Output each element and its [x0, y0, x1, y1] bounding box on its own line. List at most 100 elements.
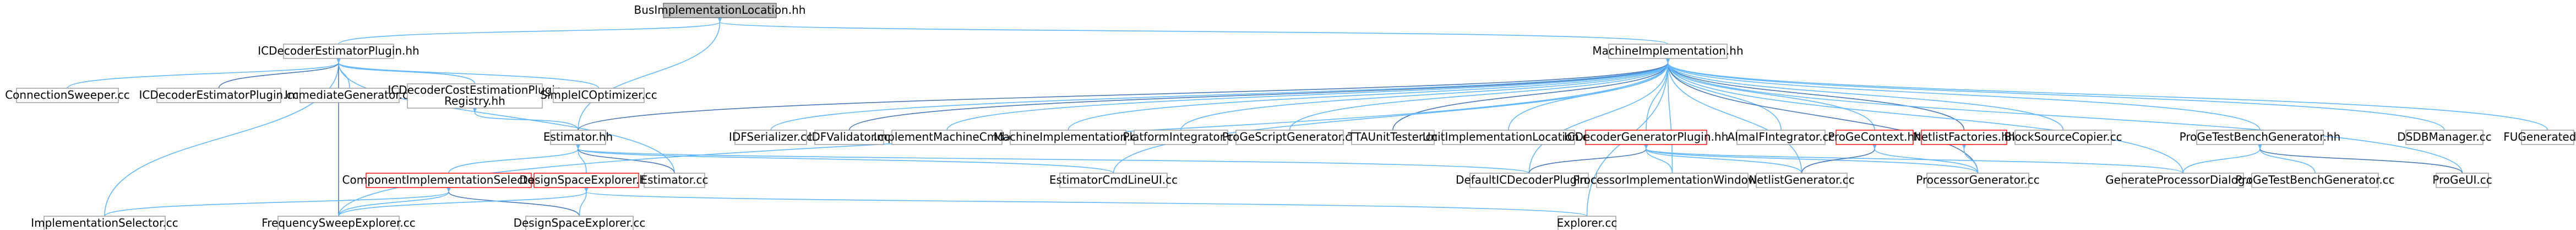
node-netlist-factories[interactable]: NetlistFactories.hh [1913, 130, 2016, 145]
edge-icdecoder-plugin-to-estimator-cc [336, 57, 675, 174]
edge-proge-tb-gen-hh-to-generate-processor-dialog [2182, 143, 2263, 174]
node-impl-machine-cmd[interactable]: ImplementMachineCmd.cc [874, 130, 1020, 145]
node-unit-impl-loc[interactable]: UnitImplementationLocation.cc [1423, 130, 1594, 145]
node-box [1351, 130, 1435, 145]
node-proge-ui[interactable]: ProGeUI.cc [2432, 173, 2492, 188]
node-box [550, 130, 606, 145]
node-label: ProGeContext.hh [1828, 130, 1921, 143]
node-simple-ico[interactable]: SimpleICOptimizer.cc [540, 88, 657, 103]
node-design-space-explorer-hh[interactable]: DesignSpaceExplorer.hh [519, 173, 653, 188]
edge-icdecoder-gen-plugin-to-netlist-generator [1643, 143, 1802, 174]
edge-machine-impl-to-netlist-factories [1665, 57, 1965, 131]
node-label: ProcessorImplementationWindow.cc [1573, 173, 1772, 186]
node-box [1596, 173, 1749, 188]
node-idf-validator[interactable]: IDFValidator.cc [808, 130, 890, 145]
node-generate-processor-dialog[interactable]: GenerateProcessorDialog.cc [2105, 173, 2261, 188]
node-box [663, 3, 777, 18]
node-proge-context[interactable]: ProGeContext.hh [1828, 130, 1921, 145]
node-box [1736, 130, 1826, 145]
node-box [814, 130, 884, 145]
node-conn-sweeper[interactable]: ConnectionSweeper.cc [5, 88, 130, 103]
node-almaif-integrator[interactable]: AlmaIFIntegrator.cc [1727, 130, 1835, 145]
node-box [2405, 130, 2484, 145]
node-label: ProGeUI.cc [2432, 173, 2492, 186]
node-explorer-cc[interactable]: Explorer.cc [1557, 216, 1618, 230]
node-box [1756, 173, 1848, 188]
edge-design-space-explorer-hh-to-explorer-cc [584, 186, 1588, 217]
edge-icdecoder-plugin-to-icdecoder-cost [336, 57, 476, 84]
node-icdecoder-plugin[interactable]: ICDecoderEstimatorPlugin.hh [258, 44, 420, 59]
node-dsdb-manager[interactable]: DSDBManager.cc [2397, 130, 2492, 145]
edge-machine-impl-to-generate-processor-dialog [1665, 57, 2183, 174]
edge-machine-impl-to-dsdb-manager [1665, 57, 2445, 131]
node-box [277, 216, 400, 230]
node-label: IDFSerializer.cc [729, 130, 813, 143]
node-idf-serializer[interactable]: IDFSerializer.cc [729, 130, 813, 145]
node-root[interactable]: BusImplementationLocation.hh [634, 3, 806, 18]
edge-icdecoder-plugin-to-simple-ico [336, 57, 600, 89]
node-default-icdecoder[interactable]: DefaultICDecoderPlugin.cc [1456, 173, 1603, 188]
node-processor-impl-window[interactable]: ProcessorImplementationWindow.cc [1573, 173, 1772, 188]
edge-machine-impl-to-proge-ui [1665, 57, 2463, 174]
edge-icdecoder-gen-plugin-to-processor-generator [1643, 143, 1979, 174]
node-netlist-generator[interactable]: NetlistGenerator.cc [1749, 173, 1855, 188]
node-fu-generated[interactable]: FUGenerated.cc [2503, 130, 2576, 145]
node-label: MachineImplementation.cc [994, 130, 1143, 143]
edge-icdecoder-gen-plugin-to-default-icdecoder [1528, 143, 1649, 174]
node-label: BlockSourceCopier.cc [2004, 130, 2122, 143]
node-icdecoder-plugin-cc[interactable]: ICDecoderEstimatorPlugin.cc [139, 88, 299, 103]
node-box [1442, 130, 1575, 145]
edge-machine-impl-to-idf-validator [848, 57, 1670, 131]
node-box [1585, 130, 1707, 145]
node-platform-integrator[interactable]: PlatformIntegrator.cc [1123, 130, 1239, 145]
node-label: NetlistGenerator.cc [1749, 173, 1855, 186]
edge-icdecoder-cost-to-estimator-hh [472, 107, 579, 131]
node-block-source-copier[interactable]: BlockSourceCopier.cc [2004, 130, 2122, 145]
node-box [2521, 130, 2574, 145]
node-box [2436, 173, 2489, 188]
node-label: ICDecoderEstimatorPlugin.hh [258, 44, 419, 57]
node-freq-sweep[interactable]: FrequencySweepExplorer.cc [262, 216, 416, 230]
node-estimator-hh[interactable]: Estimator.hh [543, 130, 613, 145]
node-tta-unit-tester[interactable]: TTAUnitTester.cc [1347, 130, 1438, 145]
node-machine-impl-cc[interactable]: MachineImplementation.cc [994, 130, 1143, 145]
edge-machine-impl-to-fu-generated [1665, 57, 2548, 131]
edge-machine-impl-to-impl-machine-cmd [946, 57, 1670, 131]
edge-machine-impl-to-proge-tb-gen-hh [1665, 57, 2261, 131]
node-box [2014, 130, 2112, 145]
node-box [1608, 44, 1728, 59]
node-label: IDFValidator.cc [808, 130, 890, 143]
node-box [533, 173, 639, 188]
node-estimator-cmdline[interactable]: EstimatorCmdLineUI.cc [1049, 173, 1178, 188]
node-proge-tb-gen-hh[interactable]: ProGeTestBenchGenerator.hh [2180, 130, 2341, 145]
node-prode-script-gen[interactable]: ProGeScriptGenerator.cc [1222, 130, 1358, 145]
edge-netlist-factories-to-processor-generator [1962, 143, 1979, 174]
node-immediate-gen[interactable]: ImmediateGenerator.cc [285, 88, 415, 103]
node-layer: BusImplementationLocation.hhICDecoderEst… [5, 3, 2576, 230]
node-machine-impl[interactable]: MachineImplementation.hh [1592, 44, 1744, 59]
node-label: Estimator.hh [543, 130, 613, 143]
edge-root-to-icdecoder-plugin [338, 17, 722, 45]
node-impl-selector[interactable]: ImplementationSelector.cc [31, 216, 178, 230]
edge-component-impl-sel-to-design-space-explorer-cc [446, 186, 580, 217]
node-box [366, 173, 532, 188]
node-box [283, 44, 394, 59]
node-label: ComponentImplementationSelector.hh [342, 173, 555, 186]
node-label: ProGeTestBenchGenerator.cc [2235, 173, 2394, 186]
node-box [1557, 216, 1616, 230]
node-design-space-explorer-cc[interactable]: DesignSpaceExplorer.cc [514, 216, 646, 230]
node-box [1921, 130, 2007, 145]
node-label: ImplementMachineCmd.cc [874, 130, 1020, 143]
node-processor-generator[interactable]: ProcessorGenerator.cc [1916, 173, 2040, 188]
node-proge-tb-gen-cc[interactable]: ProGeTestBenchGenerator.cc [2235, 173, 2395, 188]
node-estimator-cc[interactable]: Estimator.cc [640, 173, 709, 188]
edge-machine-impl-to-block-source-copier [1665, 57, 2064, 131]
node-label: Registry.hh [444, 94, 505, 108]
node-box [1836, 130, 1914, 145]
edge-proge-tb-gen-hh-to-proge-tb-gen-cc [2257, 143, 2316, 174]
edge-machine-impl-to-platform-integrator [1180, 57, 1670, 131]
node-component-impl-sel[interactable]: ComponentImplementationSelector.hh [342, 173, 555, 188]
node-icdecoder-gen-plugin[interactable]: ICDecoderGeneratorPlugin.hh [1564, 130, 1729, 145]
